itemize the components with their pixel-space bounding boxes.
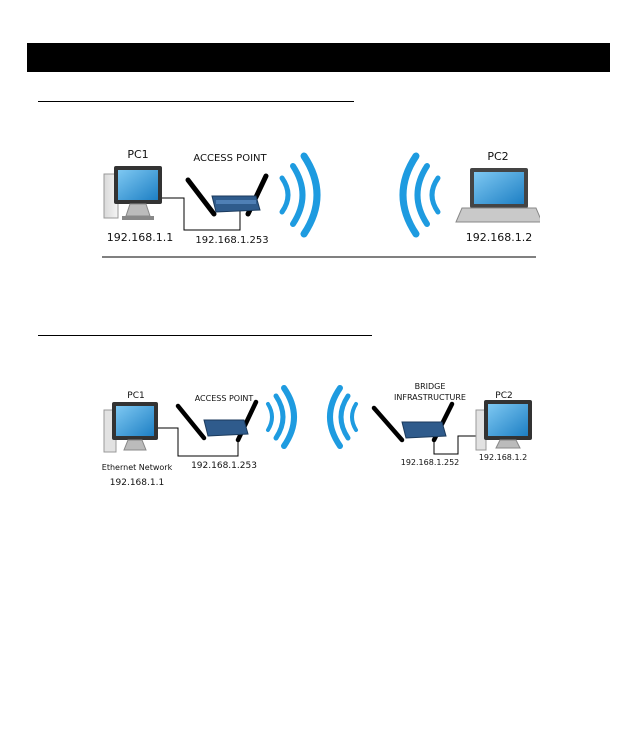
ethernet-cable (434, 436, 478, 454)
access-point-router-icon (188, 176, 266, 214)
pc2-title: PC2 (495, 391, 512, 401)
access-point-ip: 192.168.1.253 (195, 235, 268, 246)
wifi-wave-icon (330, 388, 356, 446)
access-point-ip: 192.168.1.253 (191, 461, 257, 471)
header-bar (27, 43, 610, 72)
pc1-ip: 192.168.1.1 (110, 478, 164, 488)
wifi-wave-icon (403, 156, 438, 234)
bridge-title-line2: INFRASTRUCTURE (394, 393, 466, 402)
section-rule-1 (38, 101, 354, 102)
pc1-ip: 192.168.1.1 (107, 231, 173, 244)
wifi-wave-icon (268, 388, 294, 446)
diagram-access-point: PC1 192.168.1.1 ACCESS POINT 192.168.1.2… (96, 140, 540, 260)
access-point-title: ACCESS POINT (195, 394, 254, 403)
pc2-desktop-icon (476, 400, 532, 450)
pc1-title: PC1 (127, 148, 148, 161)
pc1-network-label: Ethernet Network (102, 463, 173, 472)
pc1-desktop-icon (104, 402, 158, 452)
bridge-title-line1: BRIDGE (415, 382, 446, 391)
pc2-title: PC2 (487, 150, 508, 163)
pc1-desktop-icon (104, 166, 162, 220)
diagram-bridge-infrastructure: PC1 Ethernet Network 192.168.1.1 ACCESS … (96, 376, 540, 496)
pc2-laptop-icon (456, 168, 540, 222)
section-rule-2 (38, 335, 372, 336)
bridge-router-icon (374, 404, 452, 440)
bridge-ip: 192.168.1.252 (401, 458, 460, 467)
wifi-wave-icon (282, 156, 317, 234)
pc1-title: PC1 (127, 391, 144, 401)
access-point-router-icon (178, 402, 256, 440)
access-point-title: ACCESS POINT (193, 153, 267, 164)
pc2-ip: 192.168.1.2 (479, 453, 527, 462)
pc2-ip: 192.168.1.2 (466, 231, 532, 244)
